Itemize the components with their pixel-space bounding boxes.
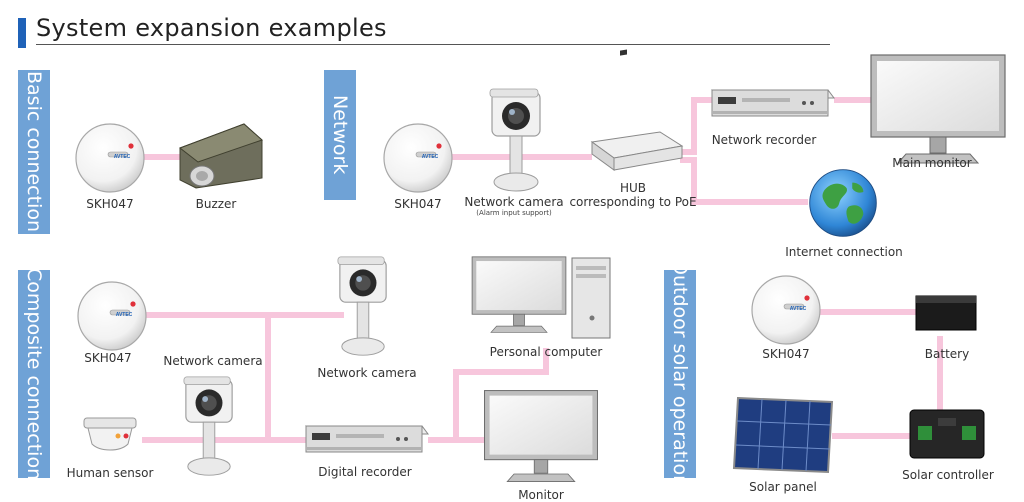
- battery-icon: [915, 295, 977, 331]
- label-network-camera-left: Network camera: [163, 354, 263, 368]
- connector-lines: [142, 97, 943, 443]
- hub-icon: [590, 49, 684, 171]
- label-hub-poe: corresponding to PoE: [569, 195, 697, 209]
- network-recorder-icon: [711, 89, 835, 117]
- page-title: System expansion examples: [36, 14, 387, 42]
- section-label-network: Network: [329, 95, 351, 175]
- solar-panel-icon: [732, 396, 834, 474]
- label-human-sensor: Human sensor: [66, 466, 154, 480]
- sensor-device-icon: [383, 123, 453, 193]
- main-monitor-icon: [870, 54, 1006, 164]
- label-skh047-network: SKH047: [394, 197, 442, 211]
- label-monitor: Monitor: [518, 488, 564, 502]
- label-battery: Battery: [924, 347, 970, 361]
- label-network-camera: Network camera: [464, 195, 564, 209]
- network-camera-icon: [183, 376, 233, 476]
- section-label-composite: Composite connection: [23, 267, 45, 481]
- buzzer-icon: [178, 123, 263, 189]
- label-network-camera-top: Network camera: [317, 366, 417, 380]
- label-buzzer: Buzzer: [195, 197, 237, 211]
- label-network-recorder: Network recorder: [711, 133, 817, 147]
- label-solar-panel: Solar panel: [749, 480, 817, 494]
- solar-controller-icon: [909, 409, 985, 459]
- globe-icon: [809, 169, 877, 237]
- sensor-brand-text: AVTEC: [422, 154, 439, 160]
- sensor-device-icon: [75, 123, 145, 193]
- digital-recorder-icon: [305, 425, 429, 453]
- label-skh047-composite: SKH047: [84, 351, 132, 365]
- section-tab-basic: Basic connection: [18, 70, 50, 234]
- section-label-solar: Outdoor solar operation: [669, 260, 691, 488]
- label-skh047-basic: SKH047: [86, 197, 134, 211]
- section-tab-composite: Composite connection: [18, 267, 50, 481]
- label-main-monitor: Main monitor: [892, 156, 972, 170]
- title-accent-bar: [18, 18, 26, 48]
- label-solar-controller: Solar controller: [902, 468, 994, 482]
- personal-computer-icon: [471, 256, 611, 339]
- sensor-brand-text: AVTEC: [114, 154, 131, 160]
- network-camera-icon: [337, 256, 387, 356]
- label-skh047-solar: SKH047: [762, 347, 810, 361]
- human-sensor-icon: [83, 417, 137, 451]
- label-internet-connection: Internet connection: [785, 245, 903, 259]
- label-hub: HUB: [619, 181, 647, 195]
- label-digital-recorder: Digital recorder: [318, 465, 412, 479]
- section-label-basic: Basic connection: [23, 71, 45, 233]
- section-tab-solar: Outdoor solar operation: [664, 260, 696, 488]
- sensor-device-icon: [77, 281, 147, 351]
- sensor-device-icon: [751, 275, 821, 345]
- label-alarm-input-note: (Alarm input support): [476, 209, 552, 217]
- sensor-brand-text: AVTEC: [790, 306, 807, 312]
- network-camera-icon: [489, 88, 541, 192]
- sensor-brand-text: AVTEC: [116, 312, 133, 318]
- label-personal-computer: Personal computer: [489, 345, 603, 359]
- monitor-icon: [484, 390, 598, 483]
- title-divider: [36, 44, 830, 45]
- section-tab-network: Network: [324, 70, 356, 200]
